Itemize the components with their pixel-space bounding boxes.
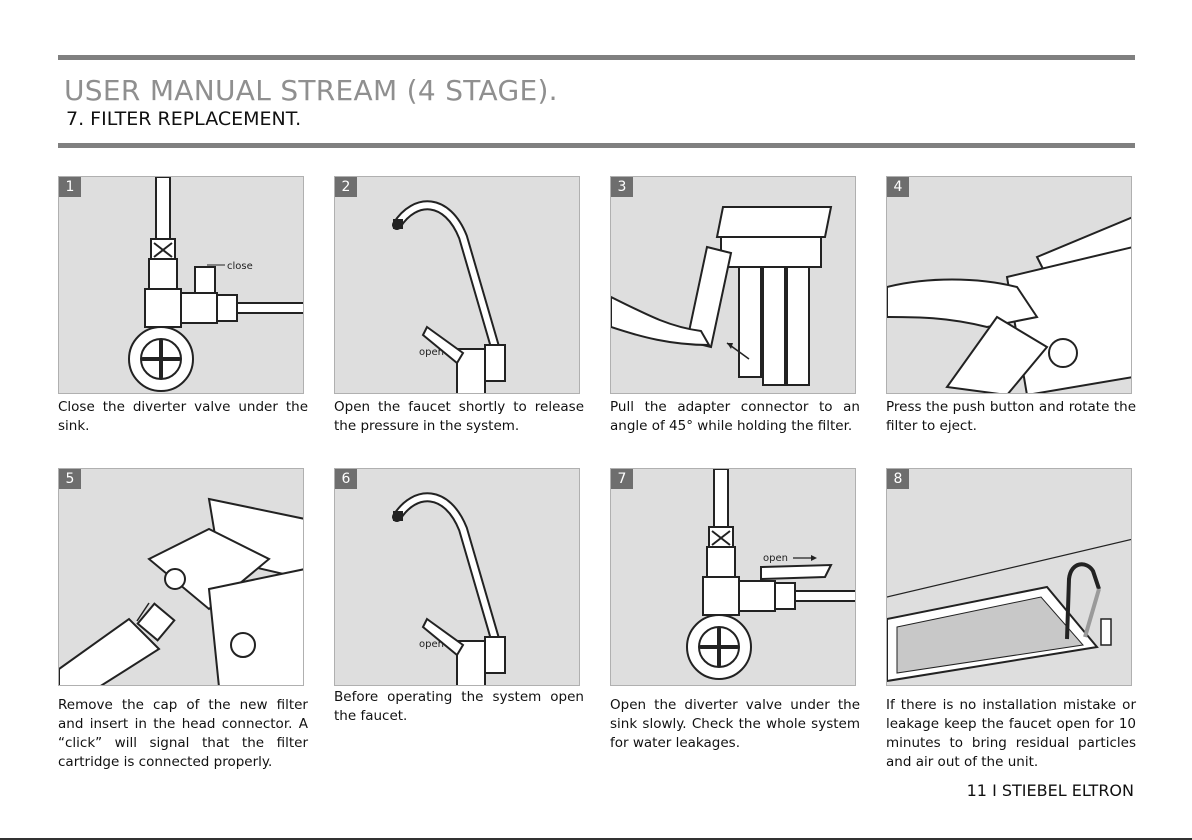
insert-new-filter-drawing: [59, 497, 303, 685]
step-2-caption: Open the faucet shortly to release the p…: [334, 399, 584, 434]
manual-title: USER MANUAL STREAM (4 STAGE).: [64, 74, 558, 107]
faucet-open-drawing: open: [392, 492, 506, 685]
header-rule: [58, 143, 1135, 148]
step-4-caption: Press the push button and rotate the fil…: [886, 399, 1136, 434]
step-6-open-label: open: [419, 639, 444, 650]
step-7-caption: Open the diverter valve under the sink s…: [610, 697, 860, 751]
step-1-caption: Close the diverter valve under the sink.: [58, 399, 308, 434]
step-number: 3: [611, 177, 633, 197]
top-rule: [58, 55, 1135, 60]
step-2-open-label: open: [419, 347, 444, 358]
step-3-caption: Pull the adapter connector to an angle o…: [610, 399, 860, 434]
step-6-illustration: open 6: [334, 468, 580, 686]
step-number: 2: [335, 177, 357, 197]
step-7-open-label: open: [763, 553, 788, 564]
step-1-close-label: close: [227, 261, 253, 272]
step-3-illustration: 3: [610, 176, 856, 394]
step-8-illustration: 8: [886, 468, 1132, 686]
diverter-valve-open-drawing: open: [686, 469, 855, 680]
step-2-illustration: open 2: [334, 176, 580, 394]
push-button-rotate-drawing: [887, 216, 1131, 393]
diverter-valve-close-drawing: close: [128, 177, 303, 392]
step-4-illustration: 4: [886, 176, 1132, 394]
section-title: 7. FILTER REPLACEMENT.: [66, 108, 302, 130]
step-1-illustration: close 1: [58, 176, 304, 394]
step-number: 8: [887, 469, 909, 489]
faucet-open-drawing: open: [392, 200, 506, 393]
step-number: 7: [611, 469, 633, 489]
step-number: 4: [887, 177, 909, 197]
step-5-caption: Remove the cap of the new filter and ins…: [58, 697, 308, 770]
step-number: 6: [335, 469, 357, 489]
page-footer: 11 I STIEBEL ELTRON: [966, 781, 1134, 800]
step-number: 5: [59, 469, 81, 489]
step-number: 1: [59, 177, 81, 197]
bottom-border: [0, 838, 1192, 840]
step-6-caption: Before operating the system open the fau…: [334, 689, 584, 724]
pull-adapter-drawing: [611, 206, 833, 386]
step-7-illustration: open 7: [610, 468, 856, 686]
step-8-caption: If there is no installation mistake or l…: [886, 697, 1136, 770]
sink-flushing-drawing: [887, 538, 1131, 683]
step-5-illustration: 5: [58, 468, 304, 686]
